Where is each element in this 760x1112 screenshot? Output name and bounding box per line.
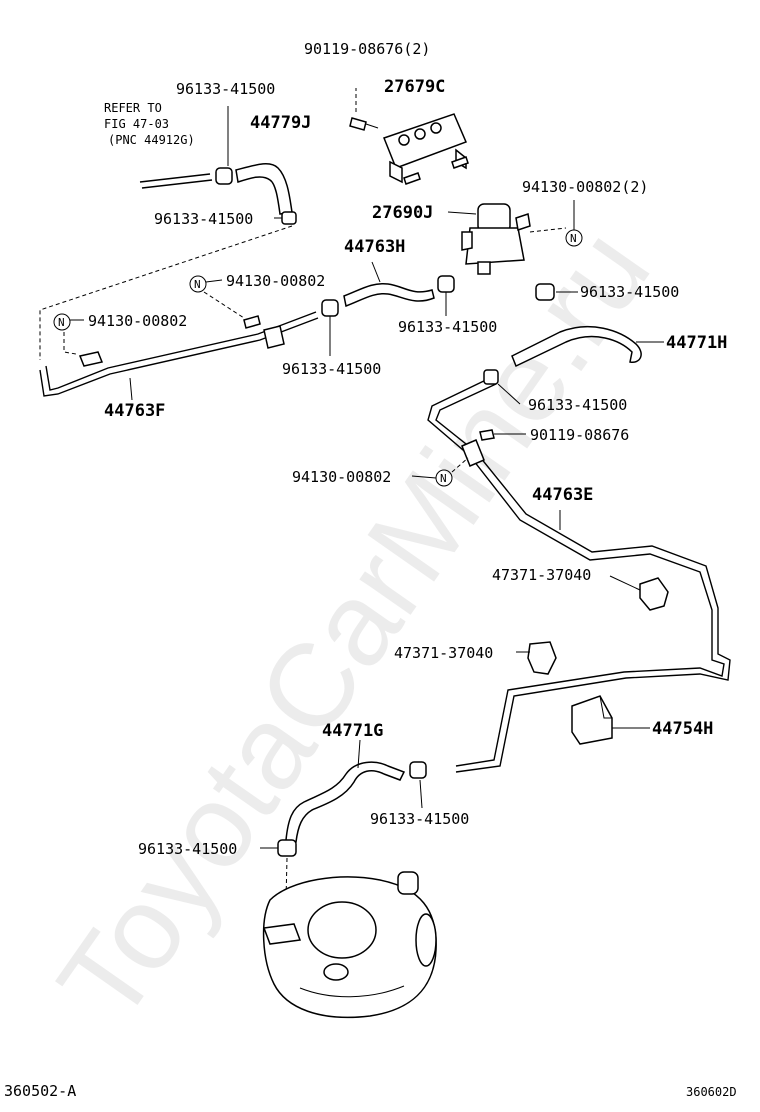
hose-44771g-icon (285, 761, 406, 843)
footer-left-code: 360502-A (4, 1082, 76, 1100)
hose-44779j-icon (235, 163, 293, 215)
label-refer-line1: REFER TO (104, 101, 162, 115)
pipe-44763f-icon (39, 311, 319, 397)
nut-marker-label: N (440, 472, 447, 485)
label-44763f: 44763F (104, 401, 165, 421)
label-44754h: 44754H (652, 719, 713, 739)
label-27679c: 27679C (384, 77, 445, 97)
label-clip-a: 47371-37040 (492, 566, 591, 584)
label-44763e: 44763E (532, 485, 593, 505)
label-nut-left: 94130-00802 (88, 312, 187, 330)
label-nut-94130-00802-2: 94130-00802(2) (522, 178, 648, 196)
hose-44771h-icon (511, 325, 642, 368)
label-clamp-d: 96133-41500 (398, 318, 497, 336)
label-44763h: 44763H (344, 237, 405, 257)
label-clamp-g: 96133-41500 (370, 810, 469, 828)
bolt-icon (479, 429, 526, 441)
nut-marker-label: N (58, 316, 65, 329)
nut-marker-label: N (194, 278, 201, 291)
vsv-27690j-icon (461, 203, 531, 275)
clamp-icon (215, 167, 297, 225)
nut-marker-label: N (570, 232, 577, 245)
label-clamp-c: 96133-41500 (580, 283, 679, 301)
label-27690j: 27690J (372, 203, 433, 223)
refer-hose-icon (139, 173, 213, 189)
label-nut-lower: 94130-00802 (292, 468, 391, 486)
label-44771h: 44771H (666, 333, 727, 353)
clip-icon (609, 575, 669, 611)
bracket-44754h-icon (571, 695, 613, 745)
clamp-icon (277, 761, 427, 857)
label-refer-line2: FIG 47-03 (104, 117, 169, 131)
label-44771g: 44771G (322, 721, 383, 741)
clip-icon (516, 641, 557, 675)
nut-marker-icon: N (189, 275, 245, 319)
label-nut-mid: 94130-00802 (226, 272, 325, 290)
nut-marker-icon: N (411, 457, 469, 487)
label-clamp-f: 96133-41500 (528, 396, 627, 414)
label-refer-line3: (PNC 44912G) (108, 133, 195, 147)
label-clamp-e: 96133-41500 (282, 360, 381, 378)
label-clamp-h: 96133-41500 (138, 840, 237, 858)
throttle-body-icon (262, 871, 437, 1019)
footer-right-code: 360602D (686, 1085, 737, 1099)
label-clamp-a: 96133-41500 (176, 80, 275, 98)
bracket-27679c-icon (383, 113, 469, 185)
label-clip-b: 47371-37040 (394, 644, 493, 662)
nut-marker-icon: N (53, 313, 84, 355)
bolt-icon (349, 88, 379, 131)
label-clamp-b: 96133-41500 (154, 210, 253, 228)
nut-marker-icon: N (565, 200, 583, 247)
label-bolt-mid: 90119-08676 (530, 426, 629, 444)
pipe-44763e-icon (427, 369, 731, 773)
label-bolt-90119-08676-2: 90119-08676(2) (304, 40, 430, 58)
hose-44763h-icon (343, 282, 435, 308)
label-44779j: 44779J (250, 113, 311, 133)
